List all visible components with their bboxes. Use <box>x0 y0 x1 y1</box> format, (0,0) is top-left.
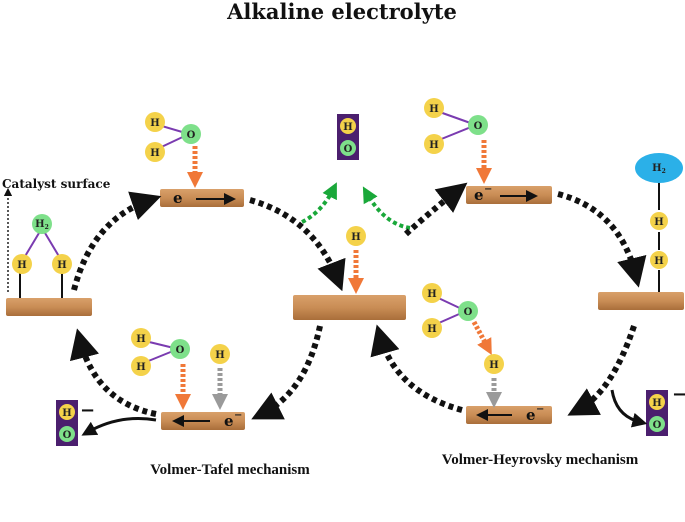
electrode-left <box>6 298 92 316</box>
svg-text:H: H <box>62 408 71 419</box>
electron-bottom-left: e − <box>172 410 242 430</box>
svg-text:O: O <box>464 307 473 318</box>
svg-text:H: H <box>215 350 224 361</box>
svg-text:e: e <box>224 412 234 430</box>
svg-text:H: H <box>136 334 145 345</box>
svg-text:H2: H2 <box>652 163 666 175</box>
cycle-arrow-center-down <box>251 325 323 420</box>
hydroxide-top-center: H O <box>337 114 359 160</box>
diagram-title: Alkaline electrolyte <box>226 0 457 24</box>
svg-text:H2: H2 <box>35 219 49 231</box>
svg-text:O: O <box>653 420 662 431</box>
catalyst-surface-label: Catalyst surface <box>2 177 111 191</box>
electron-top-left: e <box>173 189 236 207</box>
svg-text:−: − <box>484 184 492 195</box>
svg-text:H: H <box>57 260 66 271</box>
svg-text:H: H <box>343 122 352 133</box>
electron-top-right: e − <box>474 184 538 204</box>
water-molecule-top-right: H H O <box>424 98 493 185</box>
svg-text:H: H <box>652 398 661 409</box>
svg-text:H: H <box>429 140 438 151</box>
caption-volmer-tafel: Volmer-Tafel mechanism <box>150 462 310 478</box>
svg-text:O: O <box>176 345 185 356</box>
svg-text:O: O <box>474 121 483 132</box>
svg-text:H: H <box>654 256 663 267</box>
h2-chain-right: H2 H H <box>635 153 683 292</box>
svg-text:H: H <box>427 324 436 335</box>
cycle-arrow-top-right-down <box>557 191 647 288</box>
svg-text:H: H <box>150 118 159 129</box>
svg-text:−: − <box>672 384 685 405</box>
svg-text:−: − <box>536 404 544 415</box>
cycle-arrow-left-up <box>71 191 162 291</box>
svg-text:H: H <box>429 104 438 115</box>
svg-text:−: − <box>80 400 95 421</box>
svg-text:e: e <box>526 406 536 424</box>
water-molecule-top-left: H H O <box>145 112 204 189</box>
h-atom-bottom-left: H <box>210 344 230 411</box>
adsorbed-h2-left: H2 H H <box>12 214 72 298</box>
caption-volmer-heyrovsky: Volmer-Heyrovsky mechanism <box>442 452 639 468</box>
svg-text:H: H <box>17 260 26 271</box>
svg-text:e: e <box>474 186 484 204</box>
svg-text:H: H <box>150 148 159 159</box>
electrode-right <box>598 292 684 310</box>
h-atom-center: H <box>346 226 366 295</box>
svg-text:e: e <box>173 189 183 207</box>
electron-bottom-right: e − <box>476 404 544 424</box>
hydroxide-bottom-left: H O − <box>56 400 157 446</box>
hydroxide-bottom-right: H O − <box>610 384 685 436</box>
cycle-arrow-bottom-right-up <box>370 324 463 413</box>
svg-text:O: O <box>187 130 196 141</box>
svg-text:H: H <box>351 232 360 243</box>
svg-text:O: O <box>63 430 72 441</box>
release-arrow-right <box>362 186 411 230</box>
water-molecule-bottom-right: H H O <box>422 283 492 356</box>
cycle-arrow-center-up <box>403 182 468 237</box>
h-atom-bottom-right: H <box>484 354 504 409</box>
svg-text:H: H <box>654 217 663 228</box>
svg-text:H: H <box>427 289 436 300</box>
cycle-arrow-right-down <box>567 325 637 416</box>
svg-text:H: H <box>489 360 498 371</box>
electrode-center <box>293 295 406 320</box>
svg-text:H: H <box>136 362 145 373</box>
release-arrow-left <box>301 182 337 224</box>
cycle-arrow-top-left-down <box>249 197 346 292</box>
water-molecule-bottom-left: H H O <box>131 328 192 411</box>
svg-text:O: O <box>344 144 353 155</box>
cycle-arrow-bottom-left-up <box>69 328 157 417</box>
svg-text:−: − <box>234 410 242 421</box>
